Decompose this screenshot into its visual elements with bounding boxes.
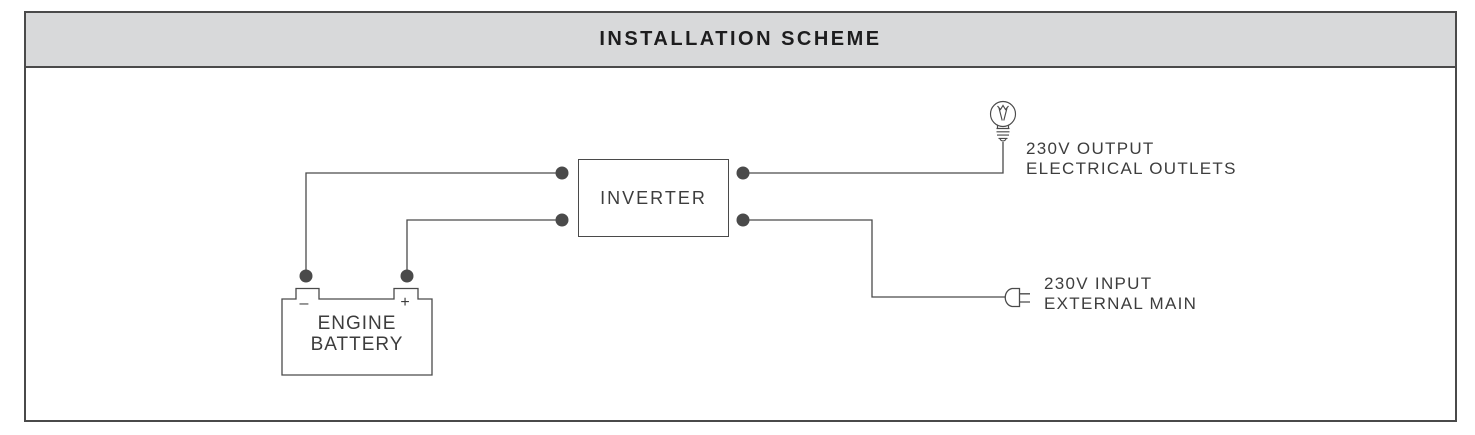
- connection-dot-battery-negative: [299, 269, 313, 283]
- power-plug-icon: [1004, 287, 1030, 308]
- wire-battery-positive-to-inverter: [406, 219, 562, 276]
- battery-positive-sign: +: [400, 294, 410, 311]
- battery-negative-sign: –: [299, 295, 309, 312]
- output-label-line1: 230V OUTPUT: [1026, 139, 1155, 158]
- inverter-block: INVERTER: [578, 159, 729, 237]
- panel-title: INSTALLATION SCHEME: [599, 28, 882, 50]
- light-bulb-icon: [989, 100, 1017, 142]
- battery-label: ENGINE BATTERY: [282, 313, 432, 355]
- output-label: 230V OUTPUT ELECTRICAL OUTLETS: [1026, 139, 1237, 178]
- battery-label-line2: BATTERY: [310, 334, 404, 355]
- connection-dot-inverter-right-top: [736, 166, 750, 180]
- connection-dot-inverter-right-bottom: [736, 213, 750, 227]
- battery-outline: [281, 287, 433, 376]
- inverter-label: INVERTER: [600, 187, 707, 208]
- wire-inverter-to-input: [743, 219, 1005, 298]
- connection-dot-battery-positive: [400, 269, 414, 283]
- battery-label-line1: ENGINE: [317, 313, 397, 334]
- input-label: 230V INPUT EXTERNAL MAIN: [1044, 274, 1197, 313]
- panel-header: INSTALLATION SCHEME: [26, 13, 1455, 68]
- wire-battery-negative-to-inverter: [305, 172, 562, 276]
- diagram-frame: INSTALLATION SCHEME: [24, 11, 1457, 422]
- input-label-line2: EXTERNAL MAIN: [1044, 293, 1198, 313]
- wire-inverter-to-output: [743, 142, 1004, 174]
- connection-dot-inverter-left-bottom: [555, 213, 569, 227]
- output-label-line2: ELECTRICAL OUTLETS: [1026, 158, 1237, 178]
- connection-dot-inverter-left-top: [555, 166, 569, 180]
- input-label-line1: 230V INPUT: [1044, 274, 1153, 293]
